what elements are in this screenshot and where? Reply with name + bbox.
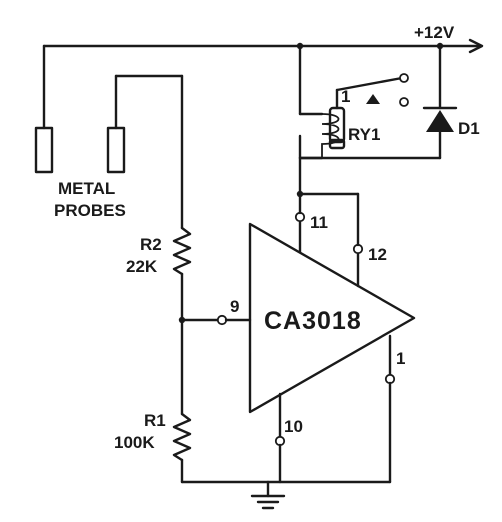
rail-junction-diode: [436, 42, 444, 50]
relay-ref: RY1: [348, 125, 380, 144]
resistor-r1: [172, 318, 192, 484]
r1-value: 100K: [114, 433, 155, 452]
pin-1-label: 1: [396, 349, 405, 368]
probe-left: [34, 44, 54, 174]
relay-nc-contact: [399, 97, 409, 107]
supply-rail: [42, 38, 484, 54]
ic-name: CA3018: [264, 307, 362, 335]
r2-value: 22K: [126, 257, 158, 276]
probe-right: [106, 74, 184, 174]
resistor-r2: [172, 74, 192, 322]
relay-contact-arrow: [366, 94, 380, 104]
diode-d1-body: [426, 110, 454, 132]
relay-no-contact: [399, 73, 409, 83]
pin-11-label: 11: [310, 213, 328, 232]
pin-10-label: 10: [284, 417, 303, 436]
collector-wire: [298, 156, 360, 196]
r2-ref: R2: [140, 235, 162, 254]
ca3018-amplifier: [248, 222, 416, 414]
diode-d1: [298, 44, 458, 160]
ground-bus: [180, 480, 392, 498]
supply-label: +12V: [414, 23, 455, 42]
probes-label-line1: METAL: [58, 179, 115, 198]
probes-label-line2: PROBES: [54, 201, 126, 220]
rail-junction-relay: [296, 42, 304, 50]
relay-contact-label: 1: [341, 87, 350, 106]
pin-9-label: 9: [230, 297, 239, 316]
ground-symbol: [250, 494, 286, 510]
pin-12-label: 12: [368, 245, 387, 264]
collector-junction-dot: [296, 190, 304, 198]
r1-ref: R1: [144, 411, 166, 430]
diode-ref: D1: [458, 119, 480, 138]
